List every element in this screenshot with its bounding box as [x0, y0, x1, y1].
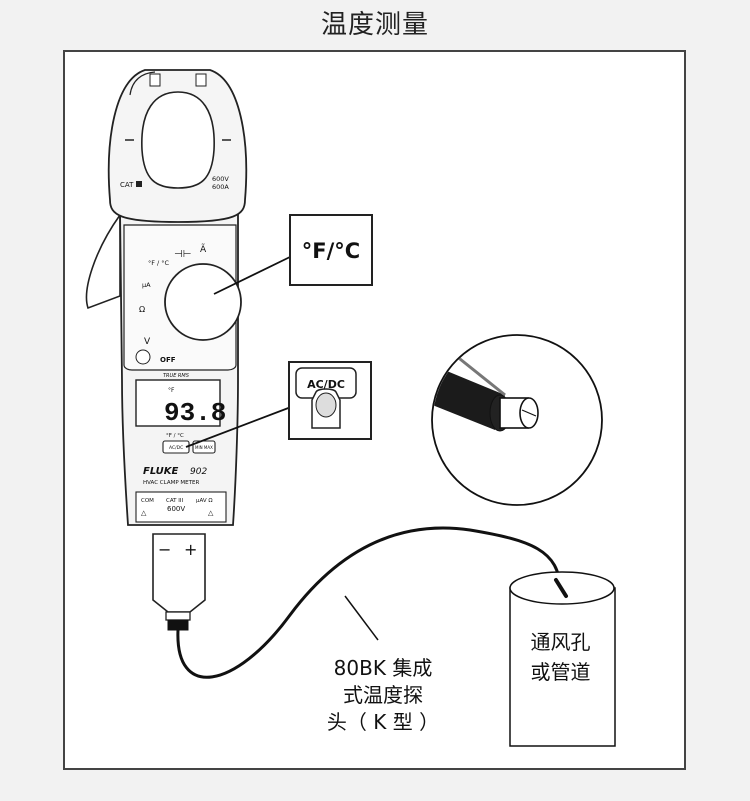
lcd-unit: °F	[168, 387, 175, 394]
probe-label-line-2: 式温度探	[343, 683, 423, 707]
acdc-callout-text: AC/DC	[307, 378, 345, 391]
rotary-dial	[164, 263, 242, 341]
dial-label-ohm: Ω	[139, 305, 145, 314]
jaw-opening	[141, 91, 215, 189]
probe-label: 80BK 集成 式温度探 头（ K 型 ）	[318, 655, 448, 736]
true-rms-label: TRUE RMS	[163, 373, 190, 379]
unit-callout-leader	[213, 255, 293, 295]
terminal-600v: 600V	[167, 505, 185, 513]
svg-text:µAV Ω: µAV Ω	[196, 498, 213, 504]
com-label: COM	[141, 498, 154, 504]
plug-minus: −	[158, 540, 171, 559]
plug-plus: +	[184, 540, 197, 559]
brand-label: FLUKE	[143, 466, 179, 477]
jaw-cat-label: CAT	[120, 181, 134, 189]
svg-text:MIN MAX: MIN MAX	[195, 445, 213, 450]
clamp-meter: CAT 600V 600A °F / °C µA Ω V OFF ⊣⊢ Ã TR…	[85, 69, 248, 631]
probe-label-line-1: 80BK 集成	[333, 656, 433, 680]
vent-pipe	[509, 571, 616, 747]
dial-label-v: V	[144, 337, 151, 347]
page-title: 温度测量	[320, 10, 429, 40]
vent-label-line-2: 或管道	[530, 660, 591, 684]
clamp-trigger	[85, 212, 121, 310]
acdc-button-on-meter	[162, 440, 190, 454]
dial-label-off: OFF	[160, 356, 176, 364]
svg-text:CAT III: CAT III	[166, 498, 184, 504]
vent-label: 通风孔 或管道	[513, 627, 608, 687]
vent-label-line-1: 通风孔	[530, 630, 591, 654]
probe-leader-line	[344, 595, 379, 641]
probe-label-line-3: 头（ K 型 ）	[326, 710, 440, 734]
lcd-reading: 93.8	[164, 398, 226, 428]
svg-text:⊣⊢: ⊣⊢	[174, 249, 191, 260]
dial-label-ua: µA	[142, 281, 151, 289]
svg-text:△: △	[141, 509, 147, 517]
jaw-600a-label: 600A	[212, 183, 229, 191]
unit-switch-callout-text: °F/°C	[302, 239, 360, 263]
meter-subtitle: HVAC CLAMP METER	[143, 480, 199, 486]
lcd-display	[135, 379, 221, 427]
dial-label-degf: °F / °C	[148, 259, 170, 267]
svg-text:△: △	[208, 509, 214, 517]
acdc-callout-leader	[185, 406, 292, 448]
probe-cable	[176, 526, 562, 679]
model-label: 902	[190, 467, 207, 477]
svg-text:AC/DC: AC/DC	[169, 445, 183, 451]
unit-switch-callout	[289, 214, 373, 286]
svg-text:Ã: Ã	[200, 244, 207, 255]
button-row-label: °F / °C	[166, 433, 184, 439]
jaw-600v-label: 600V	[212, 175, 229, 183]
